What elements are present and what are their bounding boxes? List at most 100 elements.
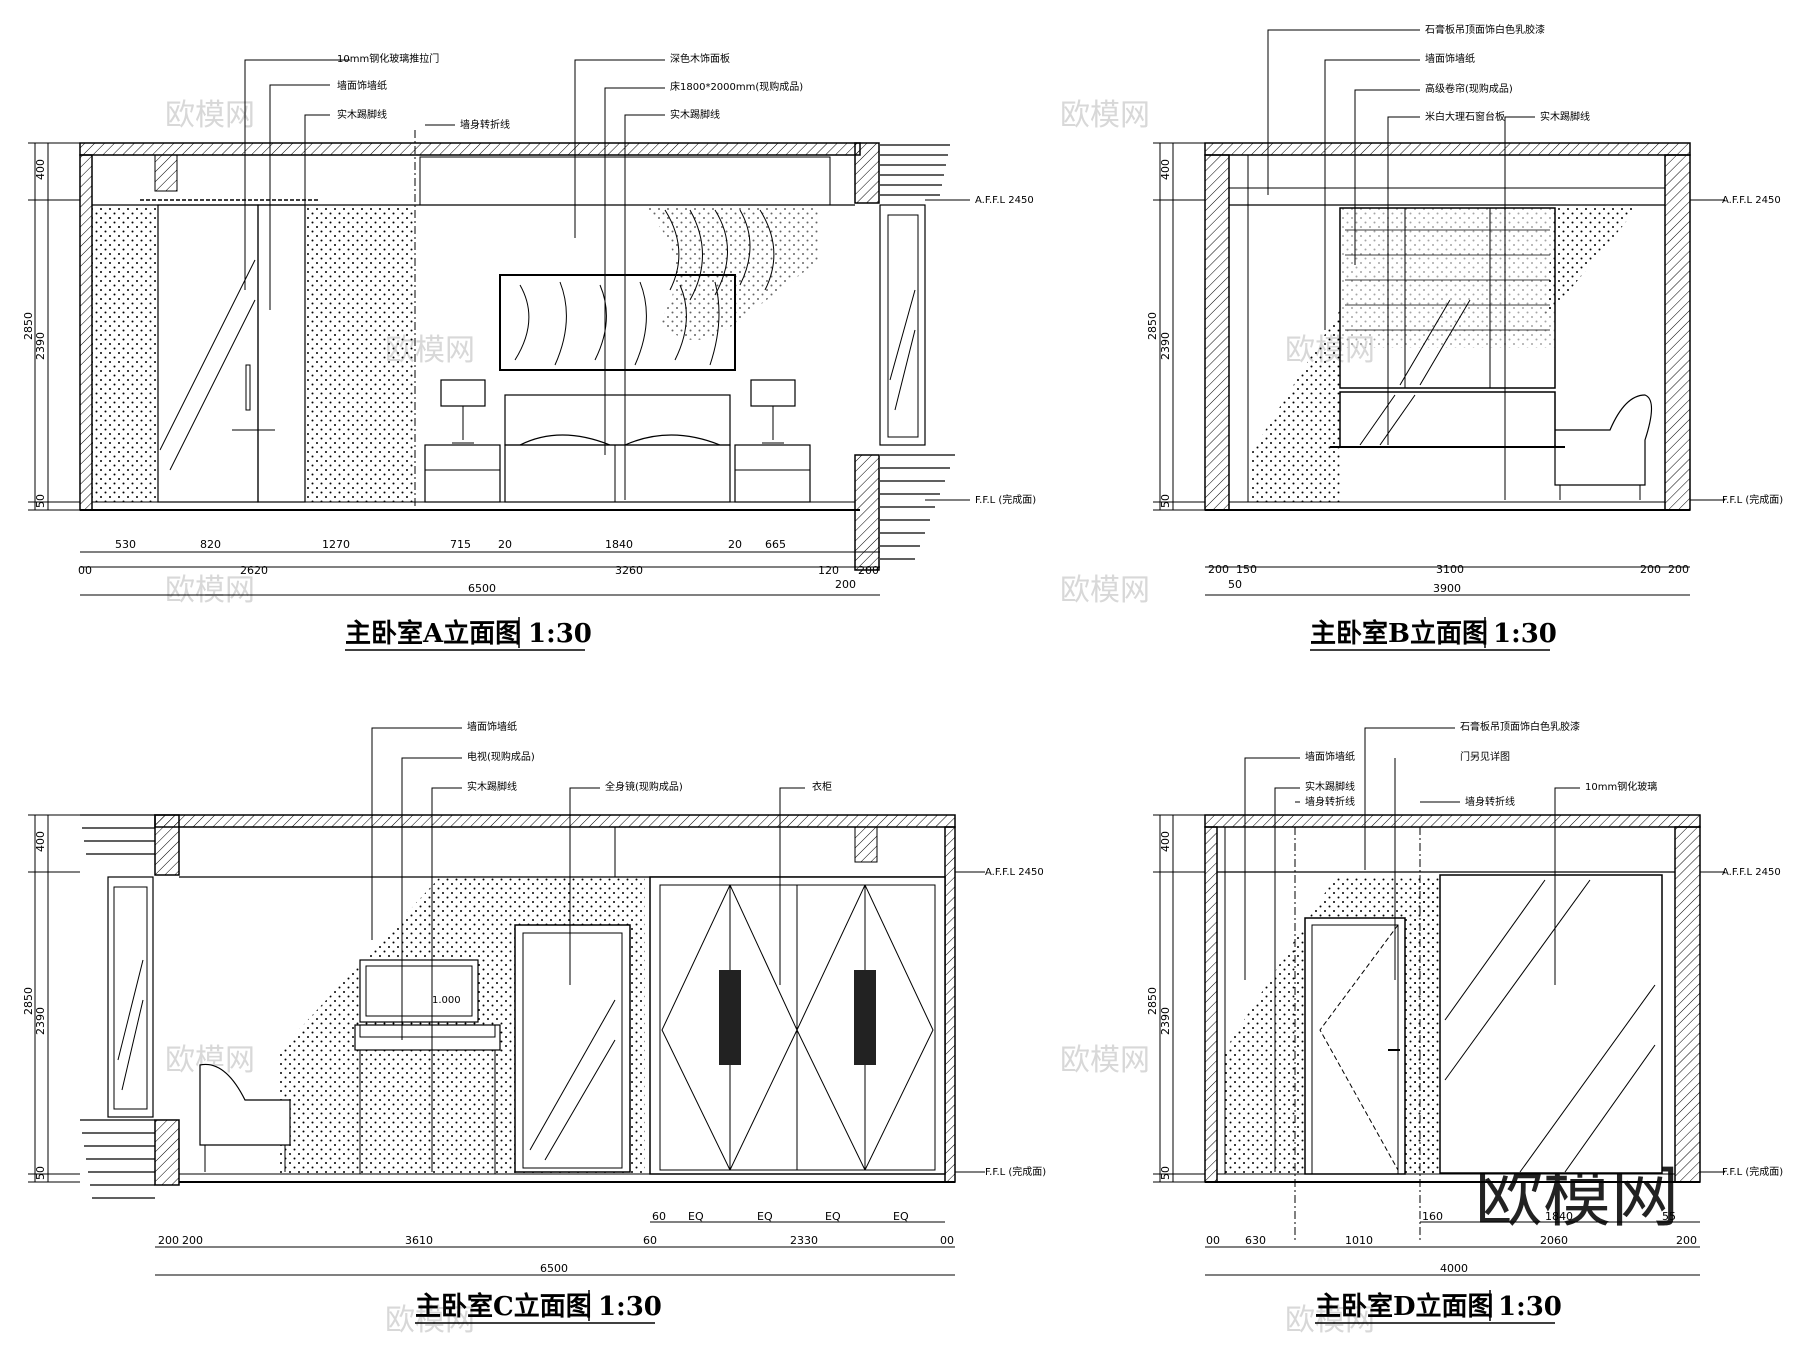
elevation-c: 1.000 墙面饰墙纸 电视(现购成品) 实木踢脚线 全身镜(现购成品) 衣柜 …: [22, 720, 1046, 1324]
note-a-4: 墙身转折线: [460, 118, 510, 131]
panel-a-title: 主卧室A立面图: [345, 618, 521, 649]
panel-b-scale: 1:30: [1493, 619, 1557, 649]
dim-c-v4: 2850: [22, 987, 35, 1015]
dim-c-r2-3: 60: [643, 1234, 657, 1247]
dim-c-r2-0: 200: [158, 1234, 179, 1247]
note-d-1: 石膏板吊顶面饰白色乳胶漆: [1460, 720, 1580, 733]
dim-b-r2-1: 150: [1236, 563, 1257, 576]
note-c-1: 墙面饰墙纸: [467, 720, 517, 733]
dim-c-r2-4: 2330: [790, 1234, 818, 1247]
dim-b-v1: 400: [1159, 159, 1172, 180]
note-b-4: 米白大理石窗台板: [1425, 110, 1505, 123]
panel-c-scale: 1:30: [598, 1292, 662, 1322]
note-b-2: 墙面饰墙纸: [1425, 52, 1475, 65]
dim-b-r2-4: 200: [1668, 563, 1689, 576]
dim-a-r2-2: 3260: [615, 564, 643, 577]
dim-a-r1-7: 665: [765, 538, 786, 551]
dim-a-v2: 2390: [34, 332, 47, 360]
note-d-6: 墙身转折线: [1465, 795, 1515, 808]
watermark-text: 欧模网: [1285, 1303, 1375, 1338]
watermark-text: 欧模网: [1060, 573, 1150, 608]
dim-d-v4: 2850: [1146, 987, 1159, 1015]
watermark-text: 欧模网: [385, 1303, 475, 1338]
elevation-a: 10mm钢化玻璃推拉门 墙面饰墙纸 实木踢脚线 墙身转折线 深色木饰面板 床18…: [22, 52, 1036, 651]
note-c-5: 衣柜: [812, 780, 832, 793]
dim-a-r2-1: 2620: [240, 564, 268, 577]
dim-b-r2-0: 200: [1208, 563, 1229, 576]
dim-a-r1-8: 120: [818, 564, 839, 577]
dim-a-v4: 2850: [22, 312, 35, 340]
dim-d-r1-0: 160: [1422, 1210, 1443, 1223]
elevation-b: 石膏板吊顶面饰白色乳胶漆 墙面饰墙纸 高级卷帘(现购成品) 米白大理石窗台板 实…: [1146, 23, 1783, 651]
dim-a-r1-4: 20: [498, 538, 512, 551]
dim-d-r1-2: 55: [1662, 1210, 1676, 1223]
dim-a-r1-2: 1270: [322, 538, 350, 551]
level-upper-a: A.F.F.L 2450: [975, 195, 1034, 206]
dim-d-total: 4000: [1440, 1262, 1468, 1275]
level-upper-b: A.F.F.L 2450: [1722, 195, 1781, 206]
dim-d-r2-1: 630: [1245, 1234, 1266, 1247]
note-c-4: 全身镜(现购成品): [605, 780, 683, 793]
dim-d-r2-4: 200: [1676, 1234, 1697, 1247]
note-d-3: 门另见详图: [1460, 750, 1510, 763]
note-d-5: 墙身转折线: [1305, 795, 1355, 808]
level-upper-d: A.F.F.L 2450: [1722, 867, 1781, 878]
dim-a-total: 6500: [468, 582, 496, 595]
dim-d-r2-3: 2060: [1540, 1234, 1568, 1247]
level-floor-a: F.F.L (完成面): [975, 493, 1036, 506]
dim-d-v3: 50: [1159, 1166, 1172, 1180]
watermark-text: 欧模网: [1060, 98, 1150, 133]
dim-d-v2: 2390: [1159, 1007, 1172, 1035]
panel-c-title: 主卧室C立面图: [415, 1291, 592, 1322]
dim-a-r1-9: 200: [858, 564, 879, 577]
panel-d-scale: 1:30: [1498, 1292, 1562, 1322]
note-d-2: 墙面饰墙纸: [1305, 750, 1355, 763]
dim-c-r1-4: EQ: [893, 1210, 909, 1223]
dim-d-r2-2: 1010: [1345, 1234, 1373, 1247]
dim-c-r2-2: 3610: [405, 1234, 433, 1247]
dim-a-r1-0: 530: [115, 538, 136, 551]
level-floor-b: F.F.L (完成面): [1722, 493, 1783, 506]
dim-b-v3: 50: [1159, 494, 1172, 508]
note-a-2: 墙面饰墙纸: [337, 79, 387, 92]
dim-a-r2-0: 00: [78, 564, 92, 577]
dim-a-r1-6: 20: [728, 538, 742, 551]
dim-b-v2: 2390: [1159, 332, 1172, 360]
note-b-1: 石膏板吊顶面饰白色乳胶漆: [1425, 23, 1545, 36]
watermark-text: 欧模网: [165, 98, 255, 133]
dim-a-total-2: 200: [835, 578, 856, 591]
dim-c-r2-1: 200: [182, 1234, 203, 1247]
note-c-2: 电视(现购成品): [467, 750, 535, 763]
dim-c-total: 6500: [540, 1262, 568, 1275]
dim-d-r1-1: 1840: [1545, 1210, 1573, 1223]
note-a-3: 实木踢脚线: [337, 108, 387, 121]
dim-b-v4: 2850: [1146, 312, 1159, 340]
dim-d-r2-0: 00: [1206, 1234, 1220, 1247]
dim-c-v3: 50: [34, 1166, 47, 1180]
tv-elevation-label: 1.000: [432, 995, 461, 1006]
dim-c-r1-1: EQ: [688, 1210, 704, 1223]
panel-b-title: 主卧室B立面图: [1310, 618, 1488, 649]
dim-c-r2-5: 00: [940, 1234, 954, 1247]
level-floor-d: F.F.L (完成面): [1722, 1165, 1783, 1178]
watermark-text: 欧模网: [165, 573, 255, 608]
dim-c-v2: 2390: [34, 1007, 47, 1035]
dim-c-r1-2: EQ: [757, 1210, 773, 1223]
dim-a-r1-1: 820: [200, 538, 221, 551]
dim-a-r1-3: 715: [450, 538, 471, 551]
note-a-7: 实木踢脚线: [670, 108, 720, 121]
note-a-5: 深色木饰面板: [670, 52, 730, 65]
dim-b-total: 3900: [1433, 582, 1461, 595]
dim-b-r2-3: 200: [1640, 563, 1661, 576]
panel-a-scale: 1:30: [528, 619, 592, 649]
dim-a-v3: 50: [34, 494, 47, 508]
dim-a-v1: 400: [34, 159, 47, 180]
level-floor-c: F.F.L (完成面): [985, 1165, 1046, 1178]
dim-c-v1: 400: [34, 831, 47, 852]
level-upper-c: A.F.F.L 2450: [985, 867, 1044, 878]
dim-a-r1-5: 1840: [605, 538, 633, 551]
watermark-text: 欧模网: [1060, 1043, 1150, 1078]
dim-b-r2-2: 3100: [1436, 563, 1464, 576]
note-b-3: 高级卷帘(现购成品): [1425, 82, 1513, 95]
note-a-1: 10mm钢化玻璃推拉门: [337, 52, 439, 65]
